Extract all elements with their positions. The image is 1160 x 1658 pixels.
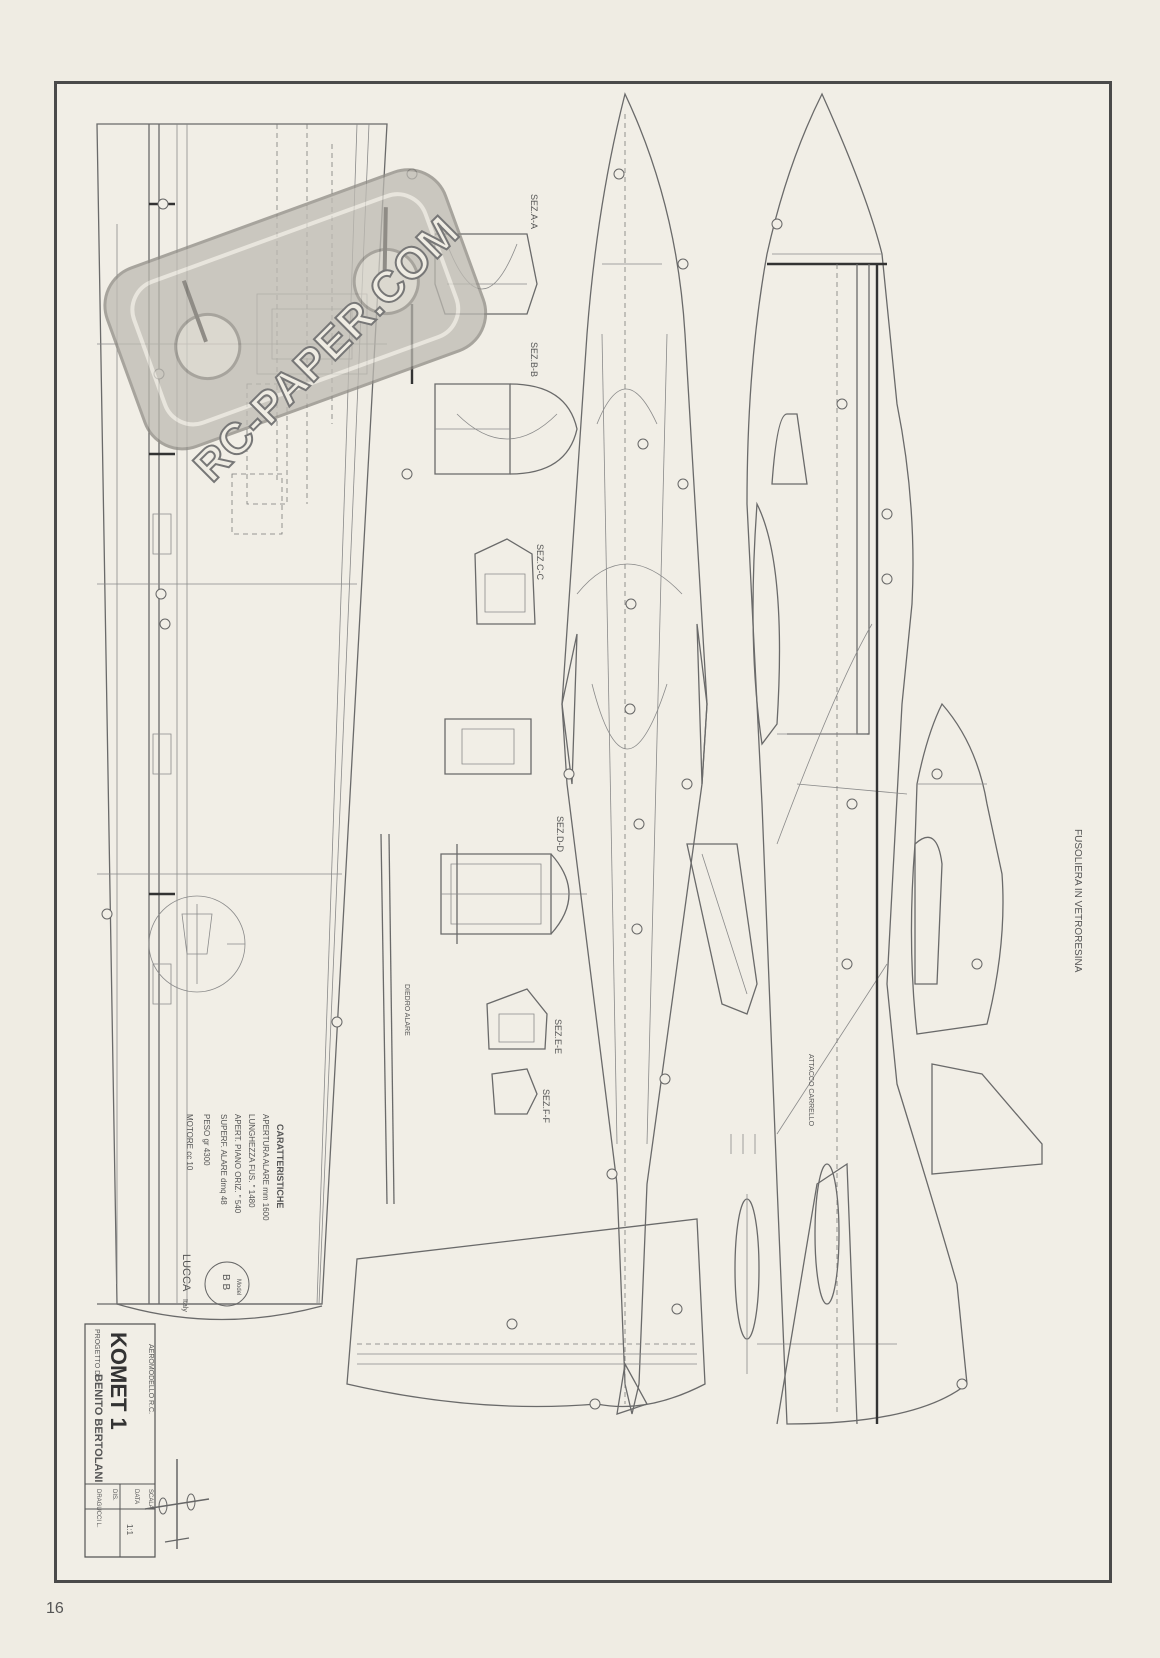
- char-row: LUNGHEZZA FUS. " 1480: [247, 1114, 256, 1208]
- watermark-logo: [94, 158, 497, 460]
- designer-name: BENITO BERTOLANI: [92, 1374, 104, 1482]
- drawn-value: DRAGUCCI L.: [95, 1489, 101, 1528]
- page-number: 16: [46, 1600, 64, 1617]
- characteristics-heading: CARATTERISTICHE: [275, 1124, 285, 1208]
- section-e: [487, 989, 547, 1114]
- scale-label: SCALA: [147, 1489, 153, 1509]
- data-label: DATA: [133, 1489, 139, 1504]
- wing-tip-label: DIEDRO ALARE: [403, 984, 410, 1036]
- section-label-a: SEZ.A-A: [529, 194, 539, 229]
- drawn-label: DIS.: [111, 1489, 117, 1501]
- nacelle-parts: [731, 1134, 839, 1374]
- data-value: 1:1: [125, 1524, 134, 1536]
- country: Italy: [181, 1299, 188, 1312]
- fuselage-note: FUSOLIERA IN VETRORESINA: [1072, 829, 1083, 973]
- title-label-top: AEROMODELLO R.C.: [147, 1344, 154, 1414]
- model-name: KOMET 1: [106, 1332, 131, 1430]
- char-row: APERTURA ALARE mm 1600: [261, 1114, 270, 1221]
- fuselage-top-view: [562, 94, 707, 1414]
- tailplane: [347, 1219, 705, 1414]
- title-block: AEROMODELLO R.C. KOMET 1 PROGETTO DI BEN…: [85, 1254, 249, 1557]
- section-c: [445, 539, 535, 774]
- section-d: [441, 844, 587, 944]
- wing-rib-detail: [687, 844, 757, 1014]
- section-label-d: SEZ.D-D: [555, 816, 565, 853]
- brand-word: Model: [235, 1279, 241, 1295]
- brand-letters: B B: [220, 1274, 231, 1290]
- char-row: APERT. PIANO ORIZ. " 540: [233, 1114, 242, 1214]
- designer-prefix: PROGETTO DI: [93, 1329, 100, 1377]
- fuselage-side-view: [747, 94, 967, 1424]
- carrier-label: ATTACCO CARRELLO: [807, 1054, 814, 1127]
- location: LUCCA: [180, 1254, 192, 1292]
- blueprint-sheet: RC-PAPER.COM SEZ.A-A SEZ.B-B SEZ.C-C SEZ…: [54, 81, 1112, 1583]
- airplane-icon: [145, 1459, 209, 1549]
- section-label-f: SEZ.F-F: [541, 1089, 551, 1123]
- characteristics-block: CARATTERISTICHE APERTURA ALARE mm 1600 L…: [185, 1114, 285, 1221]
- section-label-b: SEZ.B-B: [529, 342, 539, 377]
- wing-dihedral-strip: [381, 834, 394, 1204]
- blueprint-drawing: RC-PAPER.COM SEZ.A-A SEZ.B-B SEZ.C-C SEZ…: [57, 84, 1083, 1580]
- fuselage-variant: [911, 704, 1042, 1174]
- char-row: PESO gr 4300: [202, 1114, 211, 1166]
- section-label-e: SEZ.E-E: [553, 1019, 563, 1054]
- char-row: MOTORE cc 10: [185, 1114, 194, 1171]
- section-label-c: SEZ.C-C: [535, 544, 545, 581]
- char-row: SUPERF. ALARE dmq 48: [219, 1114, 228, 1205]
- section-b: [435, 384, 577, 474]
